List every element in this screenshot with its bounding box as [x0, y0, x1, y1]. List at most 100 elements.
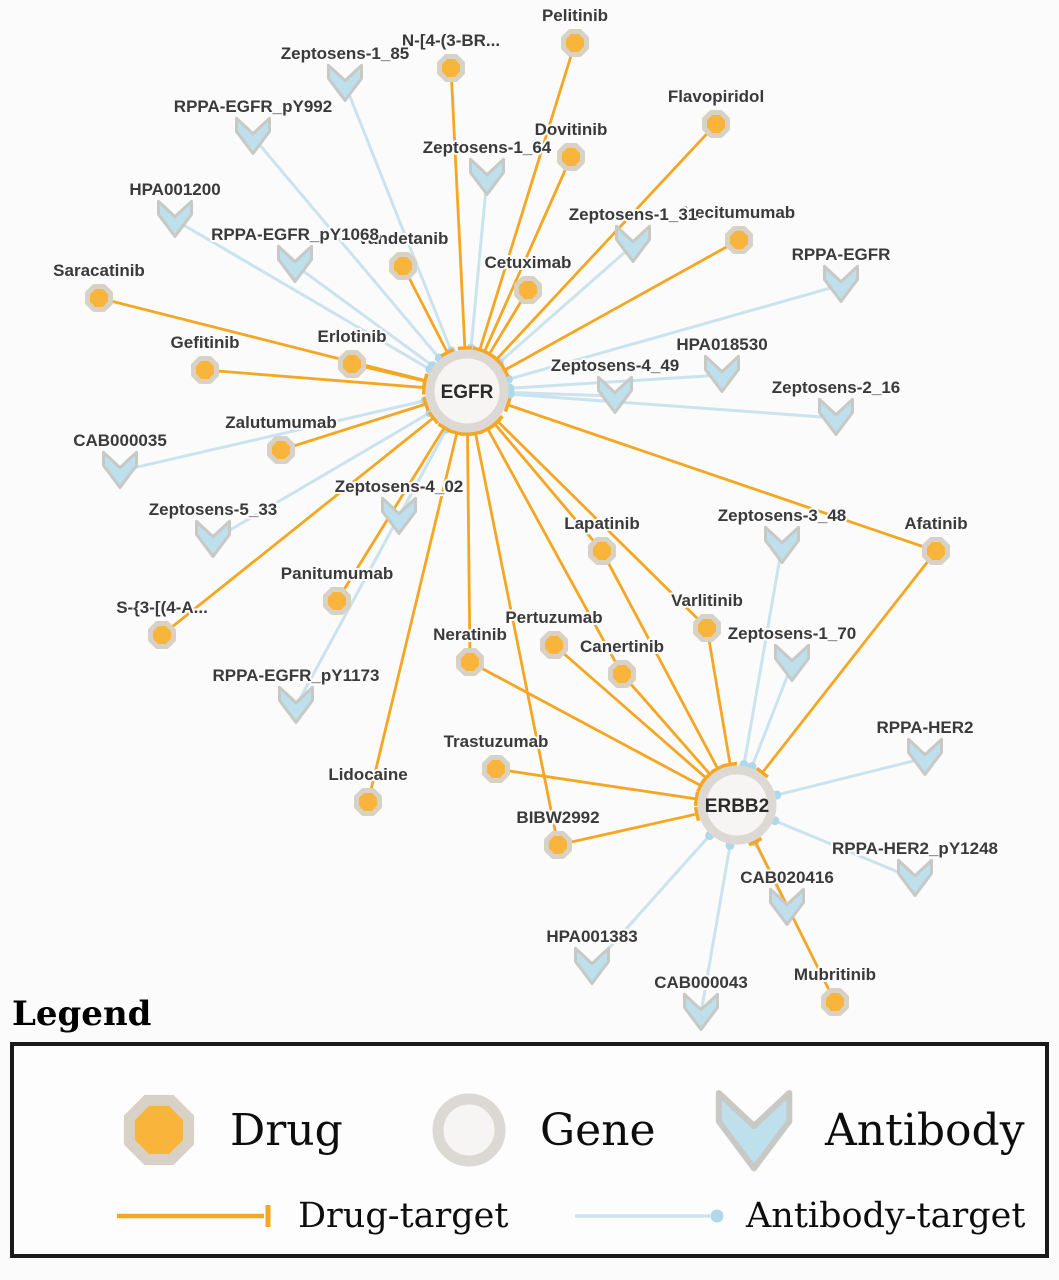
- antibody-node-zeptosens-3-48[interactable]: [764, 525, 800, 564]
- drug-node-lapatinib[interactable]: [588, 537, 616, 565]
- drug-node-canertinib[interactable]: [608, 660, 636, 688]
- antibody-node-rppa-egfr-py1173[interactable]: [278, 685, 314, 724]
- legend-antibody-label: Antibody: [825, 1104, 1025, 1156]
- inhibition-tee-icon: [491, 415, 504, 428]
- node-labels: EGFRERBB2PelitinibN-[4-(3-BR...Flavopiri…: [51, 4, 1000, 994]
- legend-title: Legend: [12, 994, 152, 1034]
- antibody-node-rppa-egfr-py992[interactable]: [235, 116, 271, 155]
- antibody-target-edge-zeptosens-5-33: [212, 411, 431, 542]
- drug-node-label: Afatinib: [904, 514, 967, 533]
- drug-node-vandetanib[interactable]: [389, 252, 417, 280]
- drug-node-label: Zalutumumab: [225, 413, 336, 432]
- antibody-target-edge-rppa-egfr: [507, 283, 842, 381]
- legend-edge-row: Drug-target Antibody-target: [14, 1196, 1045, 1236]
- antibody-node-rppa-egfr-py1068[interactable]: [277, 244, 313, 283]
- drug-node-flavopiridol[interactable]: [702, 110, 730, 138]
- drug-target-edge-trastuzumab: [495, 767, 697, 801]
- gene-node-erbb2[interactable]: [697, 765, 777, 845]
- drug-target-edge-pertuzumab: [553, 643, 708, 780]
- antibody-target-edge-zeptosens-1-70: [750, 663, 794, 768]
- antibody-node-cab000035[interactable]: [102, 450, 138, 489]
- antibody-node-rppa-her2[interactable]: [907, 737, 943, 776]
- antibody-target-edge-zeptosens-3-48: [742, 545, 784, 765]
- drug-node-label: Trastuzumab: [444, 732, 549, 751]
- antibody-target-edge-zeptosens-1-31: [498, 243, 634, 364]
- legend-item-antibody: Antibody: [709, 1085, 1025, 1175]
- drug-node-n-4-3-br[interactable]: [437, 54, 465, 82]
- antibody-target-edge-hpa001383: [590, 834, 711, 969]
- legend-item-gene: Gene: [424, 1085, 709, 1175]
- antibody-node-zeptosens-1-70[interactable]: [774, 643, 810, 682]
- antibody-target-edge-zeptosens-2-16: [509, 392, 837, 420]
- antibody-node-zeptosens-4-02[interactable]: [381, 496, 417, 535]
- antibody-node-hpa001200[interactable]: [157, 199, 193, 238]
- drug-node-label: Vandetanib: [358, 229, 449, 248]
- antibody-node-rppa-egfr[interactable]: [823, 264, 859, 303]
- drug-node-varlitinib[interactable]: [693, 614, 721, 642]
- antibody-node-zeptosens-5-33[interactable]: [195, 519, 231, 558]
- inhibition-tee-icon: [437, 422, 452, 433]
- antibody-node-cab020416[interactable]: [769, 887, 805, 926]
- drug-node-panitumumab[interactable]: [323, 587, 351, 615]
- drug-node-afatinib[interactable]: [922, 537, 950, 565]
- inhibition-tee-icon: [693, 791, 700, 807]
- inhibition-tee-icon: [440, 347, 455, 358]
- drug-node-necitumumab[interactable]: [725, 226, 753, 254]
- antibody-node-zeptosens-1-31[interactable]: [615, 224, 651, 263]
- drug-node-mubritinib[interactable]: [821, 988, 849, 1016]
- antibody-node-cab000043[interactable]: [683, 992, 719, 1031]
- drug-target-edge-varlitinib: [496, 420, 708, 629]
- inhibition-tee-icon: [748, 837, 763, 847]
- inhibition-tee-icon: [422, 396, 430, 412]
- drug-node-lidocaine[interactable]: [354, 788, 382, 816]
- drug-node-label: Flavopiridol: [668, 87, 764, 106]
- antibody-node-label: RPPA-HER2: [877, 718, 974, 737]
- antibody-target-edge-rppa-egfr-py1068: [294, 263, 434, 367]
- drug-target-edge-flavopiridol: [495, 123, 718, 361]
- legend-box: Drug Gene Antibody: [10, 1042, 1049, 1258]
- drug-target-edge-afatinib: [507, 403, 937, 553]
- gene-node-label: EGFR: [441, 382, 494, 403]
- drug-node-neratinib[interactable]: [456, 648, 484, 676]
- drug-target-edge-lidocaine: [366, 432, 459, 803]
- drug-node-dovitinib[interactable]: [557, 143, 585, 171]
- antibody-target-edge-rppa-egfr-py1173: [294, 428, 448, 707]
- drug-node-label: Cetuximab: [485, 253, 572, 272]
- antibody-node-hpa001383[interactable]: [574, 946, 610, 985]
- drug-node-s-3-4-a[interactable]: [148, 621, 176, 649]
- antibody-node-hpa018530[interactable]: [704, 354, 740, 393]
- antibody-node-zeptosens-1-64[interactable]: [469, 157, 505, 196]
- inhibition-tee-icon: [468, 430, 483, 437]
- inhibition-tee-icon: [421, 373, 429, 389]
- drug-target-edge-lapatinib: [600, 550, 719, 770]
- legend-item-antibody-target: Antibody-target: [572, 1196, 1025, 1236]
- drug-node-pelitinib[interactable]: [561, 29, 589, 57]
- drug-target-edge-icon: [117, 1205, 271, 1227]
- antibody-node-zeptosens-2-16[interactable]: [818, 397, 854, 436]
- antibody-node-zeptosens-4-49[interactable]: [597, 375, 633, 414]
- inhibition-tee-icon: [427, 411, 440, 425]
- antibody-node-label: CAB020416: [740, 868, 834, 887]
- antibody-node-label: Zeptosens-1_70: [728, 624, 857, 643]
- drug-node-erlotinib[interactable]: [338, 350, 366, 378]
- antibody-node-label: RPPA-EGFR_pY1068: [211, 225, 379, 244]
- antibody-node-label: Zeptosens-4_02: [335, 477, 464, 496]
- drug-target-edge-afatinib: [761, 550, 938, 774]
- legend-node-row: Drug Gene Antibody: [14, 1080, 1045, 1180]
- antibody-node-rppa-her2-py1248[interactable]: [897, 858, 933, 897]
- drug-node-saracatinib[interactable]: [85, 284, 113, 312]
- antibody-target-edge-cab000043: [699, 845, 732, 1014]
- drug-node-bibw2992[interactable]: [544, 831, 572, 859]
- gene-node-egfr[interactable]: [425, 349, 509, 433]
- drug-node-zalutumumab[interactable]: [267, 436, 295, 464]
- drug-node-pertuzumab[interactable]: [540, 631, 568, 659]
- drug-node-cetuximab[interactable]: [514, 276, 542, 304]
- antibody-node-label: HPA001200: [129, 180, 220, 199]
- drug-node-trastuzumab[interactable]: [482, 755, 510, 783]
- drug-node-gefitinib[interactable]: [191, 356, 219, 384]
- antibody-target-edge-rppa-egfr-py992: [251, 136, 441, 360]
- drug-node-label: S-{3-[(4-A...: [116, 598, 208, 617]
- antibody-node-zeptosens-1-85[interactable]: [327, 63, 363, 102]
- antibody-target-edge-zeptosens-4-49: [509, 390, 616, 398]
